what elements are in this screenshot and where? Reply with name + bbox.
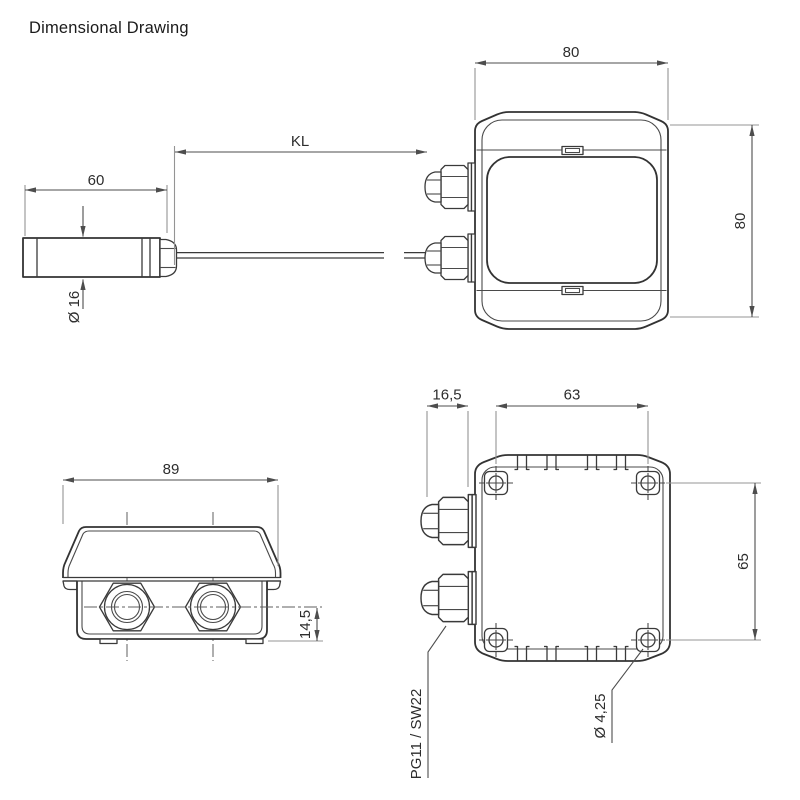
lid-clip-bottom — [561, 285, 584, 296]
dim-cable-length: KL — [291, 133, 309, 150]
housing-foot-left — [99, 638, 118, 645]
cable-gland-lower-back — [420, 570, 477, 626]
sensor-view: 60 KL Ø 16 — [22, 133, 427, 324]
dim-gland-axis-height: 14,5 — [297, 610, 314, 639]
dim-hole-spacing-vertical: 65 — [735, 553, 752, 570]
cable-gland-upper — [424, 162, 476, 212]
housing-foot-right — [245, 638, 264, 645]
dim-housing-height: 80 — [732, 213, 749, 230]
dim-sensor-diameter: Ø 16 — [66, 291, 83, 324]
housing-back-view: 16,5 63 65 PG11 / SW22 Ø 4,25 — [408, 387, 761, 780]
dim-sensor-length: 60 — [88, 172, 105, 189]
housing-back-outline — [474, 454, 671, 662]
housing-side-lid — [62, 526, 282, 578]
label-mounting-hole-diameter: Ø 4,25 — [592, 693, 609, 738]
cable-gland-lower — [424, 233, 476, 283]
dim-gland-protrusion: 16,5 — [432, 387, 461, 404]
dim-side-width: 89 — [163, 461, 180, 478]
housing-front-outline — [474, 111, 669, 330]
housing-lid-window — [486, 156, 658, 284]
dim-housing-width: 80 — [563, 44, 580, 61]
dim-hole-spacing-horizontal: 63 — [564, 387, 581, 404]
housing-side-body — [76, 581, 268, 640]
housing-side-view: 89 14,5 — [62, 461, 323, 661]
label-gland-thread: PG11 / SW22 — [408, 689, 425, 780]
lid-clip-top — [561, 145, 584, 156]
housing-front-view: 80 80 — [424, 44, 759, 330]
cable-gland-upper-back — [420, 493, 477, 549]
page-title: Dimensional Drawing — [29, 19, 189, 37]
sensor-body — [22, 237, 178, 278]
